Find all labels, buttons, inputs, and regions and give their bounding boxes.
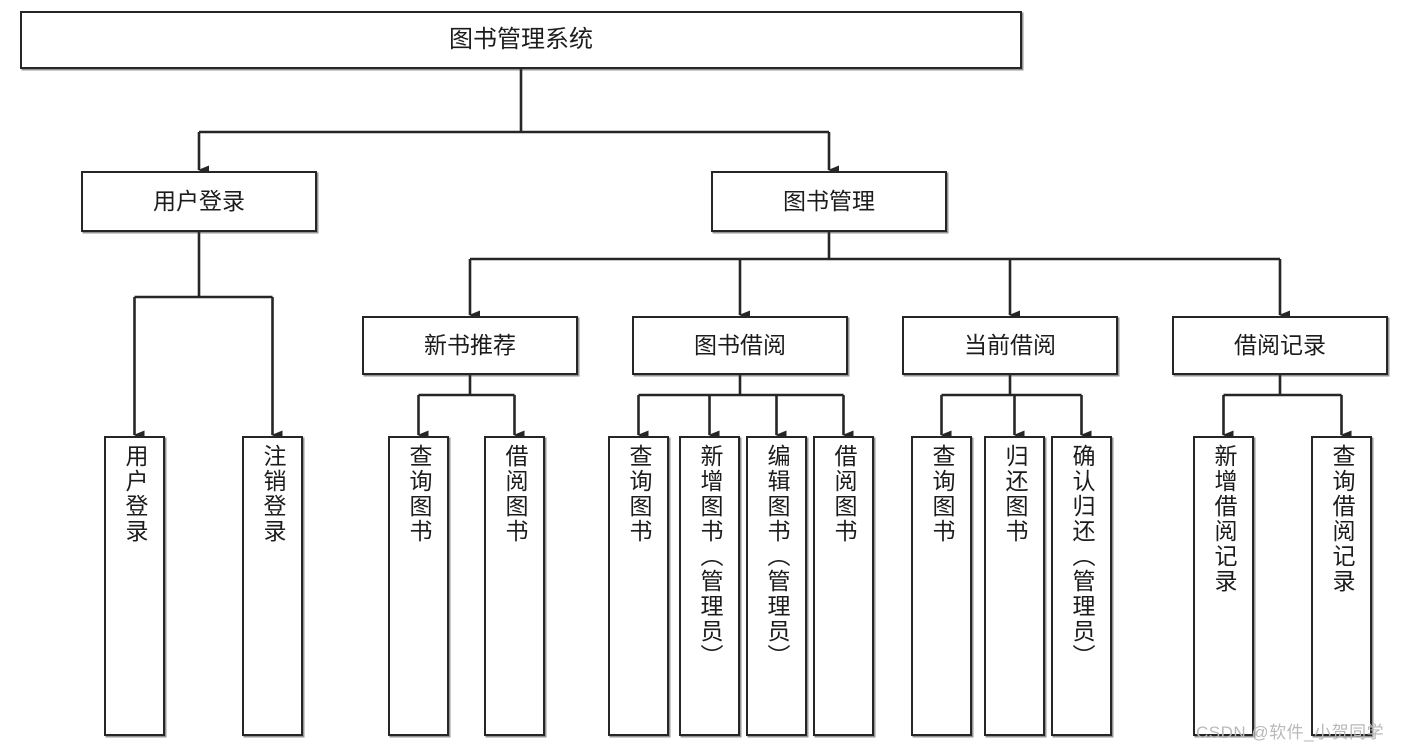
node-label-book-manage: 图书管理 [783, 187, 875, 214]
node-label-leaf-return-book: 归还图书 [1002, 444, 1028, 544]
node-current-borrow[interactable]: 当前借阅 [902, 316, 1118, 375]
node-leaf-user-login[interactable]: 用户登录 [104, 436, 165, 736]
node-label-current-borrow: 当前借阅 [964, 331, 1056, 358]
node-label-book-borrow: 图书借阅 [694, 331, 786, 358]
node-label-leaf-borrow-book-1: 借阅图书 [502, 444, 528, 544]
node-leaf-return-book[interactable]: 归还图书 [984, 436, 1045, 736]
node-label-user-login: 用户登录 [153, 187, 245, 214]
node-label-leaf-add-record: 新增借阅记录 [1211, 444, 1237, 594]
node-label-leaf-edit-book: 编辑图书（管理员） [764, 444, 790, 669]
node-leaf-query-record[interactable]: 查询借阅记录 [1311, 436, 1372, 736]
node-leaf-query-book-3[interactable]: 查询图书 [911, 436, 972, 736]
node-leaf-confirm-return[interactable]: 确认归还（管理员） [1051, 436, 1112, 736]
node-leaf-add-book[interactable]: 新增图书（管理员） [679, 436, 740, 736]
node-label-root: 图书管理系统 [449, 25, 593, 53]
node-book-manage[interactable]: 图书管理 [711, 171, 947, 232]
node-root[interactable]: 图书管理系统 [20, 11, 1022, 69]
csdn-watermark: CSDN @软件_小贺同学 [1196, 723, 1385, 742]
node-label-leaf-query-record: 查询借阅记录 [1329, 444, 1355, 594]
node-label-leaf-query-book-3: 查询图书 [929, 444, 955, 544]
node-leaf-logout[interactable]: 注销登录 [242, 436, 303, 736]
node-book-borrow[interactable]: 图书借阅 [632, 316, 848, 375]
node-label-new-book-rec: 新书推荐 [424, 331, 516, 358]
node-leaf-query-book-1[interactable]: 查询图书 [388, 436, 449, 736]
node-user-login[interactable]: 用户登录 [81, 171, 317, 232]
node-label-leaf-query-book-1: 查询图书 [406, 444, 432, 544]
node-leaf-borrow-book-1[interactable]: 借阅图书 [484, 436, 545, 736]
node-label-borrow-record: 借阅记录 [1234, 331, 1326, 358]
node-label-leaf-add-book: 新增图书（管理员） [697, 444, 723, 669]
node-label-leaf-logout: 注销登录 [260, 444, 286, 544]
node-leaf-add-record[interactable]: 新增借阅记录 [1193, 436, 1254, 736]
node-leaf-query-book-2[interactable]: 查询图书 [608, 436, 669, 736]
node-leaf-borrow-book-2[interactable]: 借阅图书 [813, 436, 874, 736]
node-label-leaf-query-book-2: 查询图书 [626, 444, 652, 544]
node-new-book-rec[interactable]: 新书推荐 [362, 316, 578, 375]
node-borrow-record[interactable]: 借阅记录 [1172, 316, 1388, 375]
node-label-leaf-confirm-return: 确认归还（管理员） [1069, 444, 1095, 669]
node-leaf-edit-book[interactable]: 编辑图书（管理员） [746, 436, 807, 736]
node-label-leaf-user-login: 用户登录 [122, 444, 148, 544]
node-label-leaf-borrow-book-2: 借阅图书 [831, 444, 857, 544]
